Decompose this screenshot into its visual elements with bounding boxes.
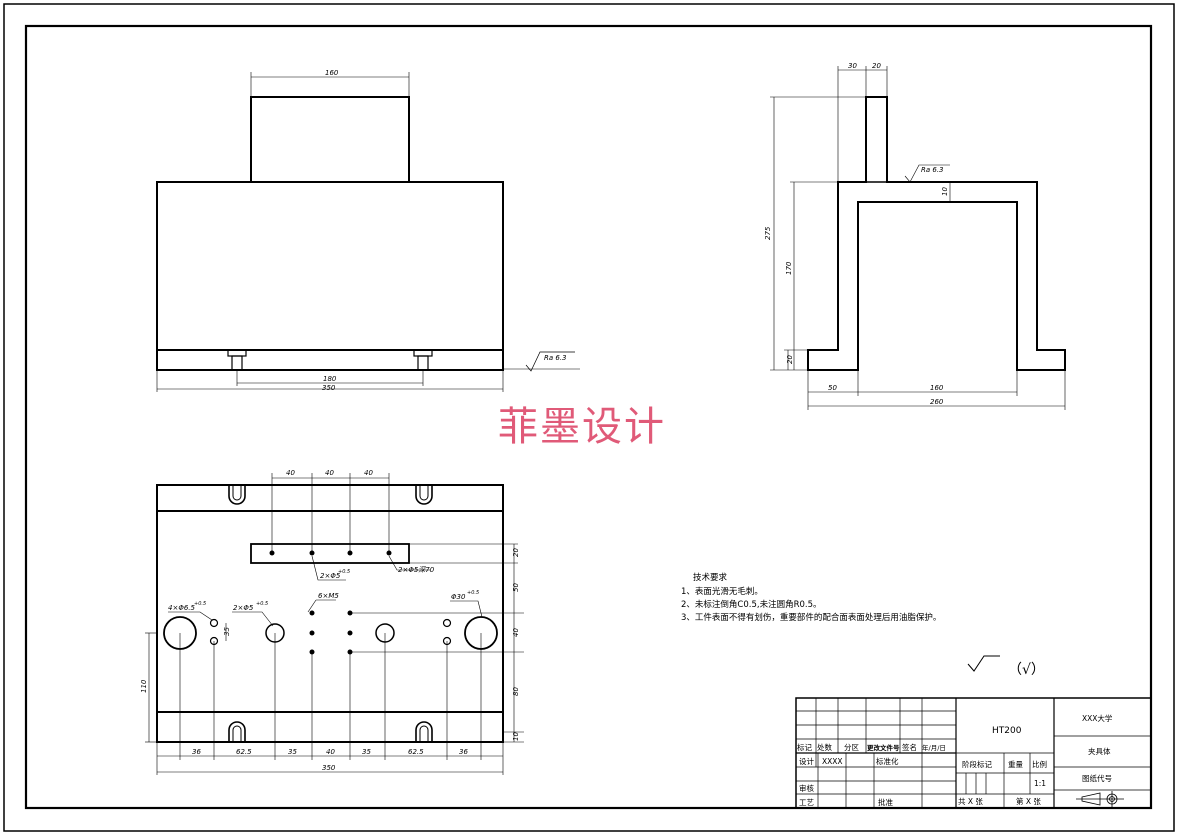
slot-callout-2: 2×Φ5深70: [398, 566, 435, 574]
tb-label-sign: 签名: [902, 742, 917, 752]
side-dim-20b: 20: [786, 355, 794, 364]
tb-label-change-doc: 更改文件号: [867, 743, 900, 752]
front-view: [156, 72, 580, 392]
tb-label-zone: 分区: [844, 743, 859, 752]
top-view-fill-marks: [269, 550, 392, 655]
side-dim-20: 20: [872, 62, 881, 70]
front-dim-160: 160: [325, 69, 339, 77]
front-dim-350: 350: [322, 384, 336, 392]
title-scale: 1:1: [1034, 779, 1046, 788]
hole-callout-35: 35: [223, 627, 231, 636]
side-dim-10: 10: [941, 187, 949, 196]
tb-label-mark: 标记: [797, 742, 812, 752]
tb-approve-label: 批准: [878, 797, 893, 807]
top-dim-right-10: 10: [512, 732, 520, 741]
top-dim-bottom-36b: 36: [459, 748, 468, 756]
outer-border: [3, 3, 1175, 832]
tb-standard-label: 标准化: [876, 756, 899, 766]
top-dim-bottom-35b: 35: [362, 748, 371, 756]
front-dim-180: 180: [323, 375, 337, 383]
title-scale-label: 比例: [1032, 759, 1047, 769]
side-view: [807, 96, 1066, 371]
tb-label-count: 处数: [817, 742, 832, 752]
side-view-dims: [770, 66, 1066, 410]
side-roughness: Ra 6.3: [921, 166, 944, 174]
top-dim-right-80: 80: [512, 687, 520, 696]
top-dim-40-b: 40: [325, 469, 334, 477]
tb-design-name: XXXX: [822, 757, 843, 766]
top-dim-right-20: 20: [512, 548, 520, 557]
notes-item-1: 1、表面光滑无毛刺。: [681, 586, 763, 597]
tb-check-label: 审核: [799, 783, 814, 793]
projection-symbol-icon: [1076, 791, 1124, 807]
top-view-dims: [145, 473, 524, 775]
title-school: XXX大学: [1082, 713, 1113, 723]
slot-callout-1: 2×Φ5: [320, 572, 341, 580]
side-dim-50: 50: [828, 384, 837, 392]
hole-callout-mid-tol: +0.5: [256, 601, 268, 607]
hole-callout-m5: 6×M5: [318, 592, 339, 600]
notes-title: 技术要求: [693, 572, 728, 583]
roughness-symbol-icon: [967, 655, 1000, 672]
top-dim-bottom-36a: 36: [192, 748, 201, 756]
title-block: [795, 697, 1152, 809]
side-dim-160: 160: [930, 384, 944, 392]
top-dim-40-a: 40: [286, 469, 295, 477]
notes-item-3: 3、工件表面不得有划伤，重要部件的配合面表面处理后用油脂保护。: [681, 612, 941, 623]
top-dim-overall-350: 350: [322, 764, 336, 772]
tb-label-date: 年/月/日: [922, 743, 946, 752]
tb-process-label: 工艺: [799, 798, 814, 807]
top-dim-bottom-40: 40: [326, 748, 335, 756]
top-dim-right-50: 50: [512, 583, 520, 592]
watermark: 菲墨设计: [498, 404, 666, 450]
general-roughness: （√）: [1008, 662, 1045, 678]
hole-callout-right-tol: +0.5: [467, 590, 479, 596]
top-dim-left-110: 110: [140, 679, 148, 693]
hole-callout-left-tol: +0.5: [194, 601, 206, 607]
side-dim-260: 260: [930, 398, 944, 406]
top-dim-bottom-62b: 62.5: [408, 748, 424, 756]
inner-border: [24, 24, 1153, 810]
top-dim-bottom-35a: 35: [288, 748, 297, 756]
top-dim-right-40: 40: [512, 628, 520, 637]
title-part-name: 夹具体: [1088, 746, 1111, 756]
title-sheet-no: 第 X 张: [1016, 796, 1041, 806]
side-dim-30: 30: [848, 62, 857, 70]
hole-callout-mid: 2×Φ5: [233, 604, 254, 612]
title-drawing-no: 图纸代号: [1082, 773, 1112, 783]
side-dim-275: 275: [764, 226, 772, 240]
slot-callout-1-tol: +0.5: [338, 569, 350, 575]
hole-callout-left: 4×Φ6.5: [168, 604, 196, 612]
title-sheets-total: 共 X 张: [958, 797, 983, 806]
title-weight-label: 重量: [1008, 760, 1023, 769]
notes-item-2: 2、未标注倒角C0.5,未注圆角R0.5。: [681, 599, 822, 610]
hole-callout-right: Φ30: [451, 593, 466, 601]
tb-design-label: 设计: [799, 756, 814, 766]
top-dim-40-c: 40: [364, 469, 373, 477]
title-material: HT200: [992, 726, 1022, 736]
side-dim-170: 170: [785, 261, 793, 275]
title-stage-label: 阶段标记: [962, 759, 992, 769]
front-roughness: Ra 6.3: [544, 354, 567, 362]
top-dim-bottom-62a: 62.5: [236, 748, 252, 756]
top-view: [156, 484, 504, 743]
